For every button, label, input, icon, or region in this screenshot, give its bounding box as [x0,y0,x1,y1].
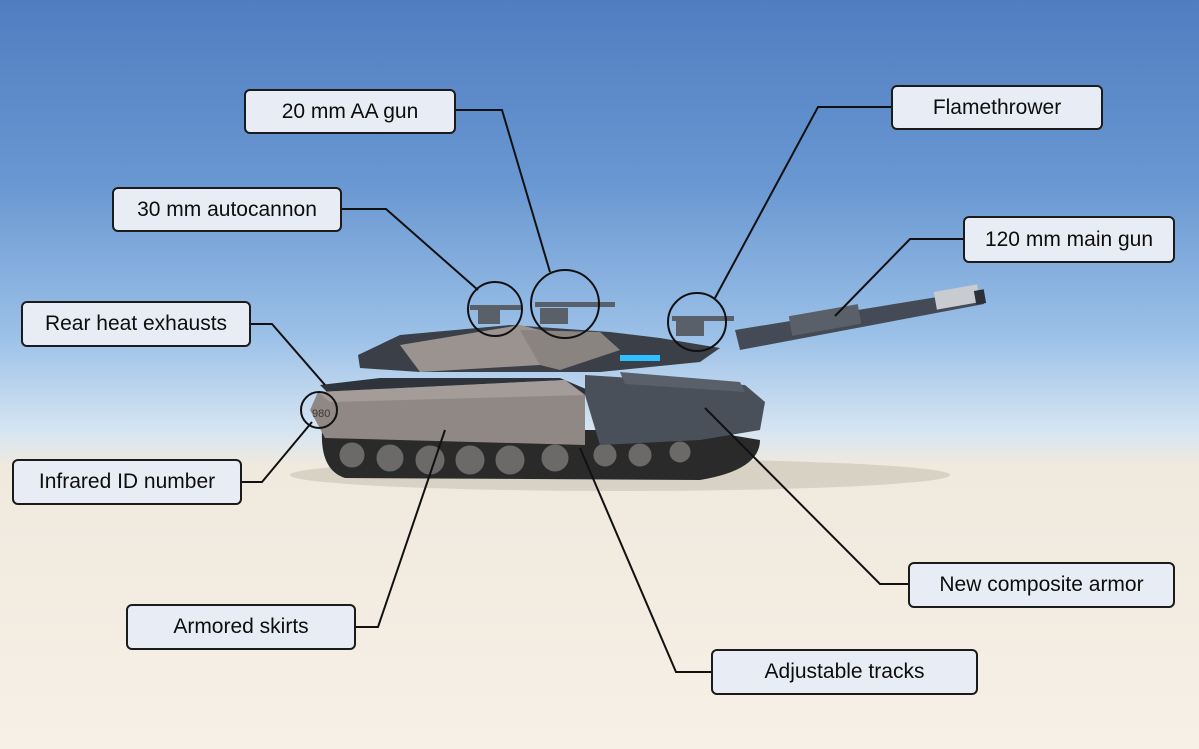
callout-composite-armor: New composite armor [908,562,1175,608]
hull-id-marking: 980 [312,408,330,420]
circle-flamethrower [667,292,727,352]
callout-adjustable-tracks: Adjustable tracks [711,649,978,695]
circle-autocannon [467,281,523,337]
leader-autocannon [342,208,479,291]
callout-rear-exhausts: Rear heat exhausts [21,301,251,347]
leader-lines [240,106,964,673]
callout-autocannon: 30 mm autocannon [112,187,342,232]
leader-infrared-id [240,421,313,483]
front-composite-armor [585,375,765,445]
leader-adjustable-tracks [579,447,712,673]
callout-armored-skirts: Armored skirts [126,604,356,650]
turret-light-strip [620,355,660,361]
leader-aa-gun [456,109,551,273]
callout-infrared-id: Infrared ID number [12,459,242,505]
leader-composite-armor [704,407,908,585]
main-gun-barrel [735,284,987,350]
roof-weapons [470,302,734,336]
leader-main-gun [834,238,964,317]
highlight-circles [300,269,727,429]
circle-infrared-id [300,391,338,429]
leader-flamethrower [714,106,892,299]
callout-aa-gun: 20 mm AA gun [244,89,456,134]
leader-armored-skirts [356,429,446,628]
callout-main-gun: 120 mm main gun [963,216,1175,263]
leader-rear-exhausts [250,323,326,386]
callout-flamethrower: Flamethrower [891,85,1103,130]
circle-aa-gun [530,269,600,339]
